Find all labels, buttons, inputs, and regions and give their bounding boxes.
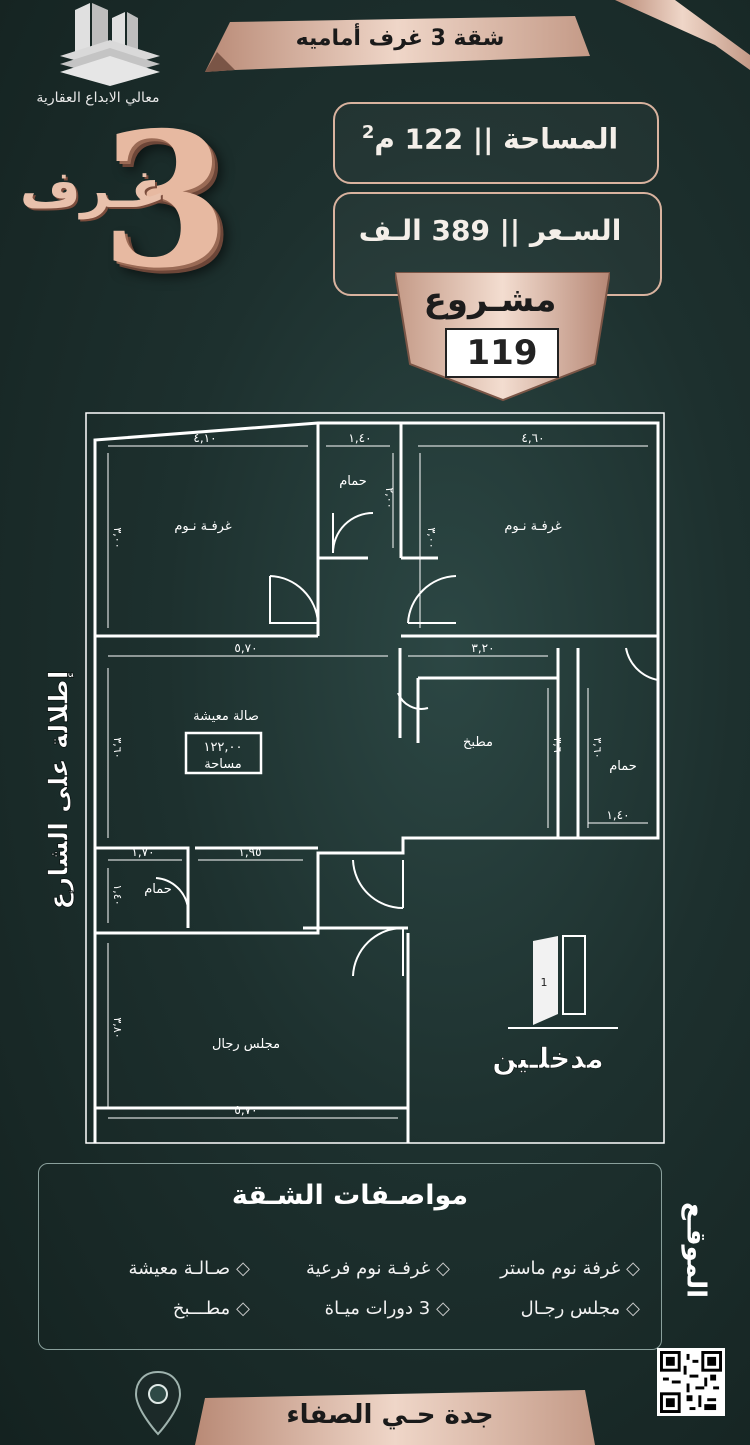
spec-item: ◇صـالـة معيشة	[128, 1258, 250, 1279]
project-number: 119	[445, 328, 559, 378]
company-logo	[60, 3, 160, 86]
living-area-label: مساحة	[204, 757, 242, 772]
project-label: مشـروع	[423, 280, 557, 320]
room-bath-small: حمام	[144, 882, 172, 897]
room-kitchen: مطبخ	[463, 735, 493, 750]
diamond-icon: ◇	[626, 1258, 640, 1279]
specs-box	[38, 1163, 662, 1350]
area-label: المساحة	[503, 122, 619, 156]
diamond-icon: ◇	[436, 1258, 450, 1279]
living-area-value: ١٢٢,٠٠	[203, 740, 242, 755]
spec-item: ◇3 دورات ميـاة	[324, 1298, 450, 1319]
room-bedroom-right: غرفـة نـوم	[504, 519, 561, 534]
footer-location: جدة حـي الصفاء	[286, 1400, 494, 1430]
dim-label: ٣,٦٠	[111, 737, 124, 758]
spec-item: ◇غرفة نوم ماستر	[500, 1258, 640, 1279]
dim-label: ٥,٧٠	[234, 1103, 257, 1117]
dim-label: ١,٧٠	[131, 845, 154, 859]
dim-label: ٣,٢٠	[471, 641, 494, 655]
rooms-count-number: 3	[100, 91, 230, 309]
street-view-text: إطلالة على الشارع	[45, 670, 75, 909]
spec-item: ◇مطـــبخ	[172, 1298, 250, 1319]
dim-label: ٥,٧٠	[234, 641, 257, 655]
dim-label: ١,٤٠	[348, 431, 371, 445]
dim-label: ٣,٠٠	[111, 527, 124, 548]
company-name: معالي الابداع العقارية	[36, 90, 160, 106]
price-info: السـعر || 389 الـف	[345, 214, 635, 247]
diamond-icon: ◇	[236, 1298, 250, 1319]
spec-item: ◇مجلس رجـال	[520, 1298, 640, 1319]
dim-label: ٣,٦٠	[591, 737, 604, 758]
street-view-label: إطلالة على الشارع	[44, 670, 75, 910]
diamond-icon: ◇	[236, 1258, 250, 1279]
area-unit-sup: 2	[361, 122, 375, 143]
area-info: المساحة || 122 م2	[345, 122, 635, 155]
dim-label: ٣,٨٠	[111, 1017, 124, 1038]
dim-label: ٤,١٠	[193, 431, 216, 445]
area-box	[333, 102, 659, 184]
rooms-count-word: غـرف	[20, 160, 167, 220]
dim-label: ٢,٠٠	[383, 487, 396, 508]
title-ribbon	[205, 16, 590, 72]
floor-plan: غرفـة نـوم غرفـة نـوم حمام صالة معيشة ١٢…	[85, 412, 665, 1144]
separator-icon: ||	[463, 122, 494, 156]
dim-label: ١,٤٠	[606, 808, 629, 822]
room-men-majlis: مجلس رجال	[212, 1037, 280, 1052]
location-pin-icon	[134, 1370, 182, 1436]
qr-code-icon[interactable]	[657, 1348, 725, 1416]
spec-item: ◇غرفـة نوم فرعية	[306, 1258, 450, 1279]
location-ribbon	[195, 1390, 595, 1445]
specs-title: مواصـفات الشـقة	[231, 1180, 469, 1211]
entrances-label: مدخلـين	[492, 1042, 603, 1075]
area-value: 122 م	[374, 122, 464, 156]
room-bedroom-left: غرفـة نـوم	[174, 519, 231, 534]
listing-title: شقة 3 غرف أماميه	[295, 26, 505, 51]
location-label: الموقـع	[681, 1202, 711, 1298]
dim-label: ١,٩٥	[238, 845, 261, 859]
room-bath-right: حمام	[609, 759, 637, 774]
price-label: السـعر	[529, 214, 622, 247]
room-bath-top: حمام	[339, 474, 367, 489]
entrance-door-number: 1	[541, 976, 548, 989]
dim-label: ٤,٦٠	[521, 431, 544, 445]
separator-icon: ||	[489, 214, 521, 247]
diamond-icon: ◇	[436, 1298, 450, 1319]
location-label-text: الموقـع	[681, 1202, 711, 1298]
diamond-icon: ◇	[626, 1298, 640, 1319]
dim-label: ٣,٦٠	[551, 737, 564, 758]
dim-label: ٣,٠٠	[425, 527, 438, 548]
price-value: 389 الـف	[358, 214, 490, 247]
corner-ribbon	[615, 0, 750, 70]
dim-label: ١,٤٠	[111, 884, 124, 905]
entrance-door-icon: 1	[508, 935, 618, 1029]
room-living: صالة معيشة	[193, 709, 259, 724]
